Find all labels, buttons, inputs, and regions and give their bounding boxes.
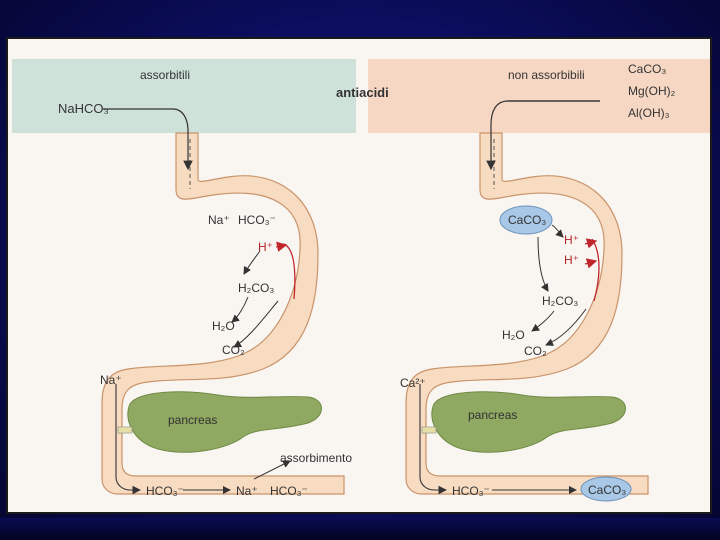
right-bottom-hco3: HCO₃⁻ — [452, 484, 490, 498]
left-duodenum-na: Na⁺ — [100, 373, 122, 387]
left-na: Na⁺ — [208, 213, 230, 227]
right-h2co3: H₂CO₃ — [542, 294, 578, 308]
left-co2: CO₂ — [222, 343, 245, 357]
right-compound-1: CaCO₃ — [628, 62, 666, 76]
right-caco3-bottom: CaCO₃ — [588, 483, 626, 497]
caco3-bottom-blob — [580, 476, 632, 502]
right-compound-2: Mg(OH)₂ — [628, 84, 676, 98]
left-bottom-hco3-out: HCO₃⁻ — [270, 484, 308, 498]
caco3-stomach-blob — [499, 205, 553, 235]
right-compound-3: Al(OH)₃ — [628, 106, 670, 120]
right-h2o: H₂O — [502, 328, 525, 342]
left-absorption-label: assorbimento — [280, 451, 352, 465]
left-h2co3: H₂CO₃ — [238, 281, 274, 295]
right-digestive-tract — [405, 132, 649, 495]
right-duodenum-ca: Ca²⁺ — [400, 376, 426, 390]
right-header-band — [368, 59, 710, 133]
left-bottom-hco3-in: HCO₃⁻ — [146, 484, 184, 498]
right-pancreas — [431, 391, 626, 453]
right-h-ion-1: H⁺ — [564, 233, 579, 247]
right-caco3-stomach: CaCO₃ — [508, 213, 546, 227]
left-h2o: H₂O — [212, 319, 235, 333]
left-hco3: HCO₃⁻ — [238, 213, 276, 227]
left-header-label: assorbitili — [140, 68, 190, 82]
left-header-band — [12, 59, 356, 133]
left-pancreas — [127, 391, 322, 453]
left-compound: NaHCO₃ — [58, 101, 109, 116]
slide-frame: antiacidi assorbitili NaHCO₃ Na⁺ HCO₃⁻ H… — [6, 37, 712, 514]
left-bottom-na: Na⁺ — [236, 484, 258, 498]
right-co2: CO₂ — [524, 344, 547, 358]
center-label: antiacidi — [336, 85, 389, 100]
left-pancreas-label: pancreas — [168, 413, 217, 427]
left-h-ion: H⁺ — [258, 240, 273, 254]
right-h-ion-2: H⁺ — [564, 253, 579, 267]
right-pancreas-label: pancreas — [468, 408, 517, 422]
slide-footer-bar — [0, 518, 720, 540]
antacid-diagram: antiacidi assorbitili NaHCO₃ Na⁺ HCO₃⁻ H… — [12, 59, 710, 502]
right-header-label: non assorbibili — [508, 68, 585, 82]
left-digestive-tract — [101, 132, 345, 495]
